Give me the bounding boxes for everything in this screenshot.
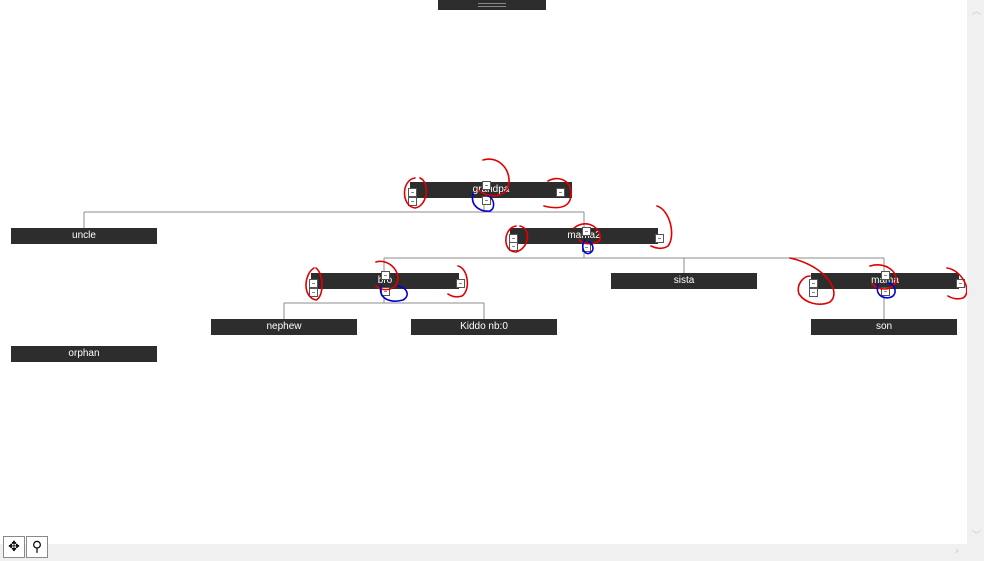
node-kiddo[interactable]: Kiddo nb:0 — [411, 319, 557, 335]
collapse-top-button[interactable]: – — [381, 271, 390, 280]
collapse-right-button[interactable]: – — [956, 279, 965, 288]
collapse-right-button[interactable]: – — [655, 234, 664, 243]
edges-layer — [83, 197, 885, 319]
top-drag-handle[interactable] — [438, 0, 546, 10]
vertical-scrollbar[interactable]: ︿ ﹀ — [967, 0, 984, 544]
collapse-left-button[interactable]: – — [809, 279, 818, 288]
grip-line — [478, 6, 506, 7]
node-nephew[interactable]: nephew — [211, 319, 357, 335]
node-sista[interactable]: sista — [611, 273, 757, 289]
grip-line — [478, 3, 506, 4]
node-label: son — [875, 321, 893, 332]
collapse-left-button[interactable]: – — [809, 288, 818, 297]
node-grandpa[interactable]: grandpa — [410, 182, 572, 198]
node-label: Kiddo nb:0 — [460, 321, 508, 332]
collapse-top-button[interactable]: – — [582, 227, 591, 236]
collapse-bottom-button[interactable]: – — [881, 287, 890, 296]
move-icon: ✥ — [8, 539, 20, 555]
node-son[interactable]: son — [811, 319, 957, 335]
collapse-bottom-button[interactable]: – — [582, 243, 591, 252]
node-orphan[interactable]: orphan — [11, 346, 157, 362]
collapse-left-button[interactable]: – — [309, 288, 318, 297]
collapse-right-button[interactable]: – — [456, 279, 465, 288]
scroll-down-icon[interactable]: ﹀ — [972, 531, 982, 541]
scroll-up-icon[interactable]: ︿ — [972, 7, 982, 17]
collapse-left-button[interactable]: – — [408, 188, 417, 197]
collapse-top-button[interactable]: – — [881, 271, 890, 280]
pan-tool-button[interactable]: ✥ — [3, 536, 25, 558]
edge-grandpa-children — [83, 197, 585, 228]
zoom-tool-button[interactable]: ⚲ — [26, 536, 48, 558]
node-label: nephew — [266, 321, 302, 332]
collapse-bottom-button[interactable]: – — [482, 196, 491, 205]
horizontal-scrollbar[interactable]: › — [0, 544, 967, 561]
collapse-left-button[interactable]: – — [408, 197, 417, 206]
magnifier-icon: ⚲ — [31, 539, 43, 555]
node-label: orphan — [68, 348, 100, 359]
scrollbar-corner — [967, 544, 984, 561]
scroll-right-icon[interactable]: › — [955, 546, 959, 557]
node-label: sista — [673, 275, 695, 286]
collapse-top-button[interactable]: – — [482, 181, 491, 190]
node-label: uncle — [72, 230, 96, 241]
graph-canvas[interactable]: grandpa – – – – – uncle mama2 – – – – – … — [0, 0, 967, 544]
edge-mama2-children — [383, 244, 885, 274]
collapse-left-button[interactable]: – — [509, 242, 518, 251]
node-uncle[interactable]: uncle — [11, 228, 157, 244]
collapse-right-button[interactable]: – — [556, 188, 565, 197]
collapse-left-button[interactable]: – — [309, 279, 318, 288]
collapse-bottom-button[interactable]: – — [381, 287, 390, 296]
